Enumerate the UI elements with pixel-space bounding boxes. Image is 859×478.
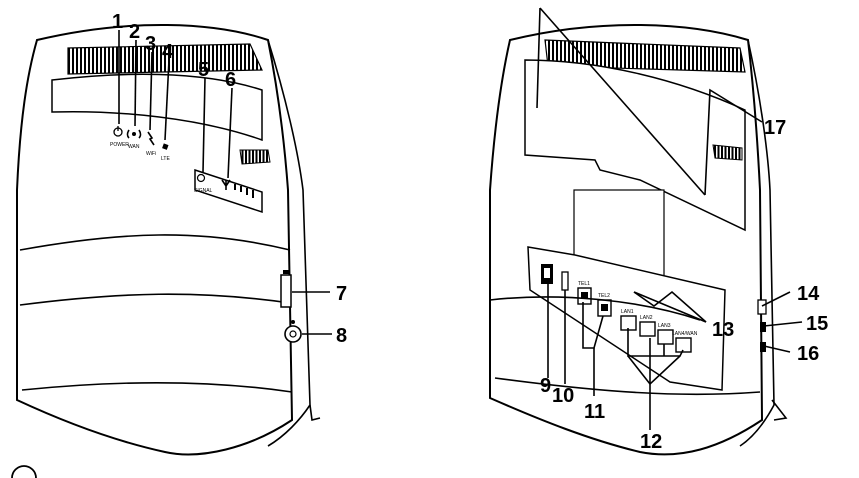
wan-led-icon [126,129,142,139]
lan-port-3 [657,329,674,345]
callout-17: 17 [764,117,786,139]
callout-16: 16 [797,343,819,365]
usb-port [757,299,767,315]
tel-port-2 [597,299,612,317]
port-label-lan3: LAN3 [658,323,671,329]
reset-button [760,342,766,352]
router-back-view: TEL1 TEL2 LAN1 LAN2 LAN3 LAN4/WAN [489,7,828,456]
top-vent-grille [67,43,263,75]
sim-card-slot [280,274,292,308]
callout-1: 1 [112,11,123,33]
lte-led-icon [162,143,169,150]
power-led-icon [113,126,123,137]
callout-15: 15 [806,313,828,335]
back-top-vent [544,39,746,73]
lan-port-1 [620,315,637,331]
lan-port-2 [639,321,656,337]
port-label-tel1: TEL1 [578,281,590,287]
callout-10: 10 [552,385,574,407]
port-label-lan1: LAN1 [621,309,634,315]
callout-6: 6 [225,69,236,91]
callout-14: 14 [797,283,820,305]
tel-port-1 [577,287,592,305]
signal-bars-icon [221,179,254,198]
router-front-view: POWER WAN WiFi LTE SIGNAL [16,11,347,456]
led-label-wan: WAN [128,144,140,150]
port-label-tel2: TEL2 [598,293,610,299]
callout-13: 13 [712,319,734,341]
back-handle-recess [524,59,746,232]
power-button [561,271,569,291]
led-label-wifi: WiFi [146,151,156,157]
callout-8: 8 [336,325,347,347]
port-label-lan2: LAN2 [640,315,653,321]
callout-12: 12 [640,431,662,453]
callout-9: 9 [540,375,551,397]
callout-7: 7 [336,283,347,305]
external-antenna-port [284,320,302,343]
led-label-power: POWER [110,142,129,148]
corner-glyph [11,465,37,478]
callout-11: 11 [584,401,605,423]
lan-port-4-wan [675,337,692,353]
port-label-lan4-wan: LAN4/WAN [672,331,698,337]
callout-4: 4 [162,41,174,63]
wifi-led-icon [147,131,155,146]
router-front-body [16,24,294,456]
front-panel-recess [51,73,263,142]
signal-led-strip [194,168,263,214]
callout-2: 2 [129,21,140,43]
wps-button [760,322,766,332]
callout-3: 3 [145,33,156,55]
led-label-lte: LTE [161,156,170,162]
led-label-signal: SIGNAL [194,188,213,194]
callout-5: 5 [198,59,209,81]
signal-led-icon [196,173,206,183]
